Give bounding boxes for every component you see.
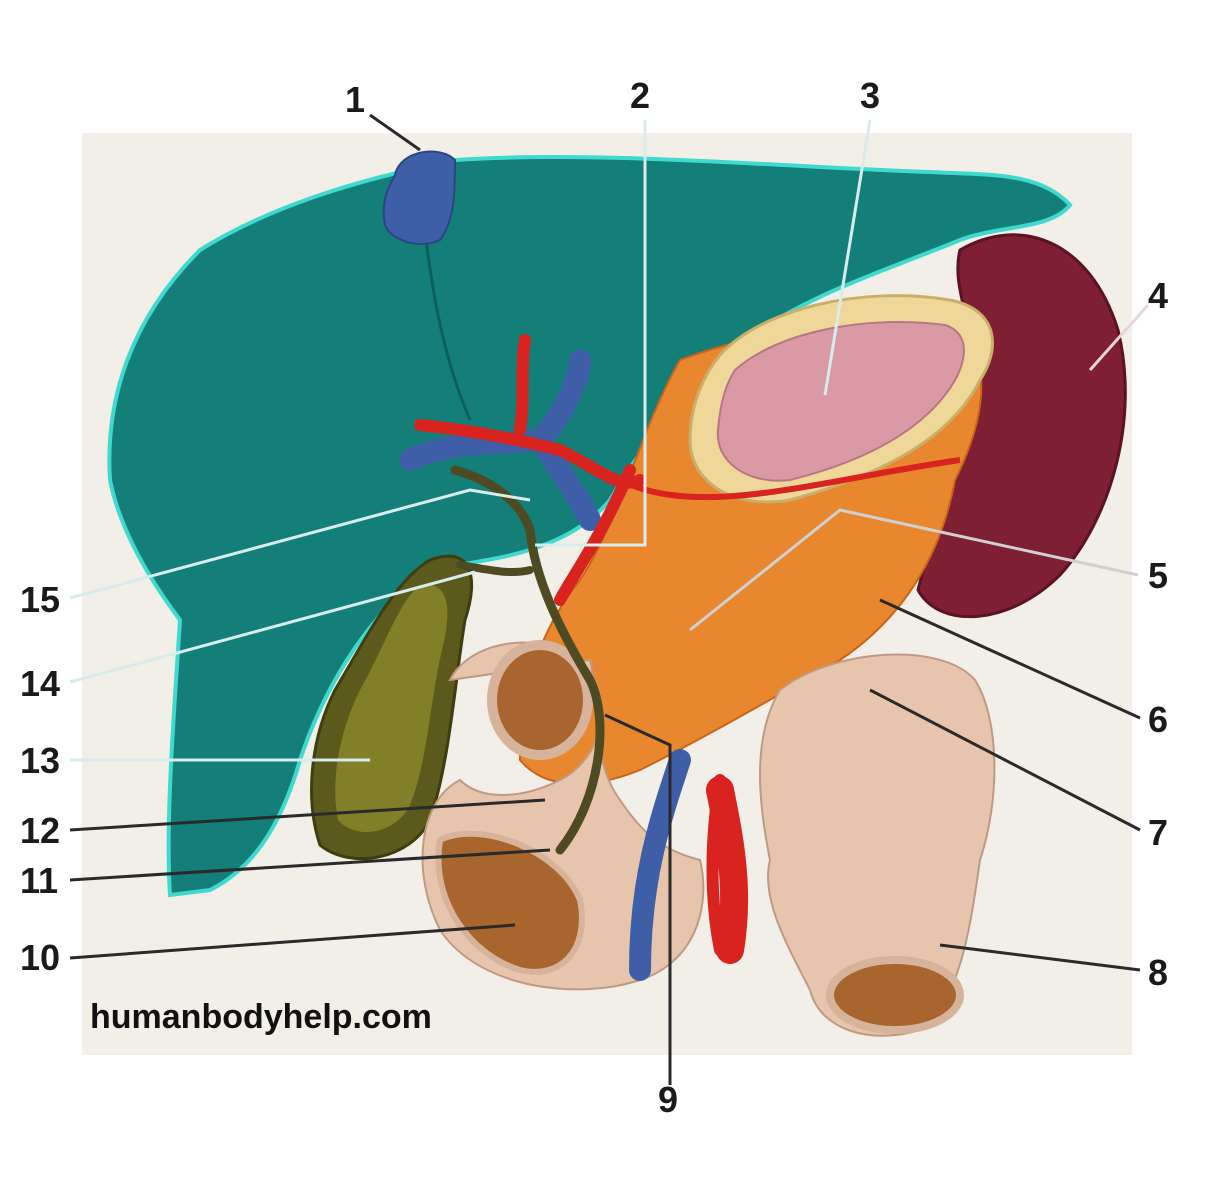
leader-4 [1088,304,1150,371]
label-11: 11 [20,860,58,901]
watermark: humanbodyhelp.com [90,998,432,1036]
label-14: 14 [20,663,60,704]
leader-12 [69,798,546,832]
leader-1 [369,113,421,152]
label-5: 5 [1148,555,1168,596]
leader-14 [69,570,476,684]
label-12: 12 [20,810,60,851]
stomach-mucosa [716,321,965,482]
label-8: 8 [1148,952,1168,993]
inferior-vena-cava [382,150,457,245]
label-9: 9 [658,1079,678,1120]
leader-2 [535,120,647,547]
leader-8 [939,943,1141,972]
leader-11 [69,848,551,882]
label-10: 10 [20,937,60,978]
leader-6 [879,598,1141,720]
leader-3 [823,119,872,396]
jejunum-lumen [826,956,964,1034]
label-15: 15 [20,579,60,620]
cystic-duct [456,561,534,577]
duodenum-lumen-lower [435,830,585,975]
leader-15 [69,488,531,600]
label-3: 3 [860,75,880,116]
label-7: 7 [1148,812,1168,853]
label-4: 4 [1148,275,1168,316]
leader-lines [69,113,1150,1085]
label-6: 6 [1148,699,1168,740]
label-13: 13 [20,740,60,781]
leader-5 [689,508,1139,632]
hepatic-artery [414,334,726,956]
superior-mesenteric-artery [706,776,749,964]
label-1: 1 [345,79,365,120]
leader-10 [69,923,516,960]
number-labels: 1 2 3 4 5 6 7 8 9 10 11 12 13 14 15 [20,75,1168,1120]
leader-7 [869,688,1141,832]
splenic-artery [618,457,961,501]
gallbladder-mucosa [335,584,448,832]
leader-9 [604,713,672,1085]
label-2: 2 [630,75,650,116]
duodenum-lumen-upper [487,640,593,760]
